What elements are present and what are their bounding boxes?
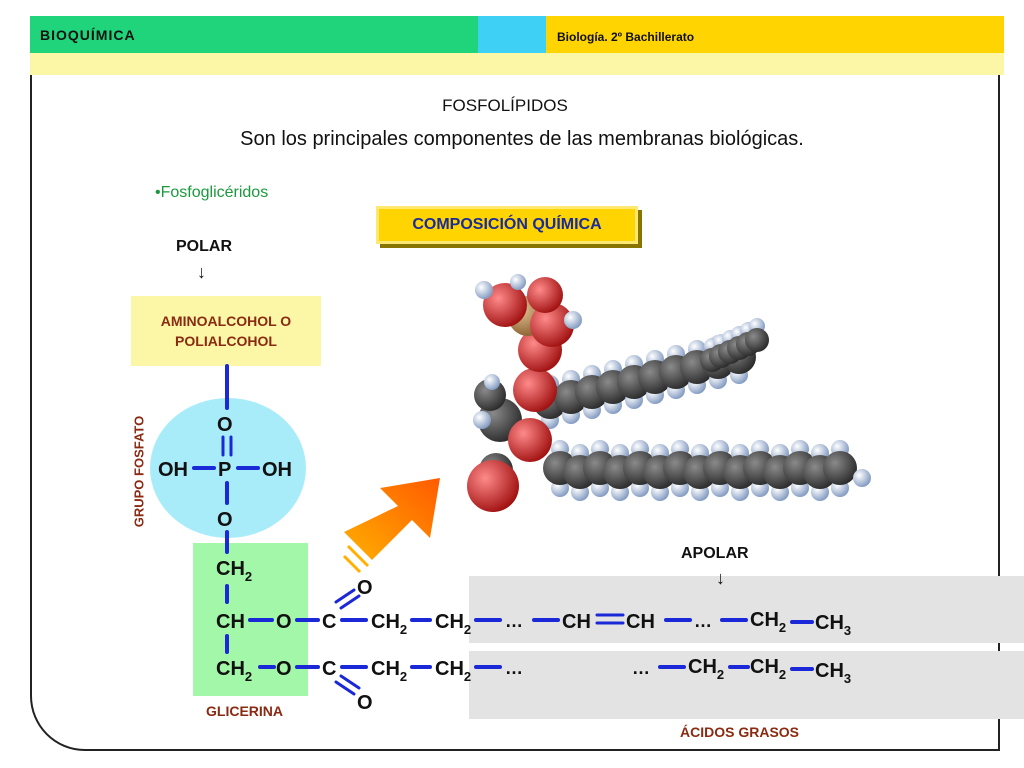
lower-ch2-3: CH2 [688, 656, 724, 682]
ester-oxygen-lower: O [276, 658, 292, 680]
phosphate-oh-left: OH [158, 459, 188, 481]
apolar-label: APOLAR [681, 545, 749, 562]
ester-oxygen-upper: O [276, 611, 292, 633]
polar-arrow-icon: ↓ [197, 262, 206, 282]
lower-ellipsis-2: … [632, 658, 650, 678]
upper-ch-1: CH [562, 611, 591, 633]
upper-ch2-1: CH2 [371, 611, 407, 637]
oxygen-atom [467, 460, 519, 512]
course-title: Biología. 2º Bachillerato [557, 30, 695, 44]
glycerin-label: GLICERINA [206, 703, 283, 719]
polar-label: POLAR [176, 238, 232, 255]
pointer-arrow-icon [342, 478, 440, 574]
bond-c-o-double-lower-b [339, 674, 361, 690]
slide-frame [30, 75, 1000, 751]
header-bar-green [30, 16, 478, 53]
bond-c-o-double-upper-a [334, 588, 356, 604]
glycerin-ch2-top: CH2 [216, 558, 252, 584]
phosphate-circle [150, 398, 306, 538]
oxygen-atom [527, 277, 563, 313]
upper-ch-2: CH [626, 611, 655, 633]
oxygen-atom [508, 418, 552, 462]
upper-ch2-3: CH2 [750, 609, 786, 635]
phosphate-oh-right: OH [262, 459, 292, 481]
oxygen-atom [513, 368, 557, 412]
carbonyl-oxygen-lower: O [357, 692, 373, 714]
glycerin-ch2-bottom: CH2 [216, 658, 252, 684]
header-bar-pale [30, 53, 1004, 75]
carbon-atom [745, 328, 769, 352]
lower-ellipsis-1: … [505, 658, 523, 678]
slide-title: FOSFOLÍPIDOS [442, 96, 568, 115]
upper-ch2-2: CH2 [435, 611, 471, 637]
carbon-atom [823, 451, 857, 485]
bond-c-o-double-upper-b [339, 594, 361, 610]
slide-subtitle: Son los principales componentes de las m… [240, 128, 804, 150]
bond-c-o-double-lower-a [334, 680, 356, 696]
phosphate-oxygen-top: O [217, 414, 233, 436]
carbonyl-carbon-upper: C [322, 611, 336, 633]
oxygen-atom [483, 283, 527, 327]
aminoalcohol-box: AMINOALCOHOL O POLIALCOHOL [131, 296, 321, 366]
oxygen-atom [530, 303, 574, 347]
fatty-acids-label: ÁCIDOS GRASOS [680, 724, 800, 740]
phosphate-oxygen-bottom: O [217, 509, 233, 531]
lower-ch2-4: CH2 [750, 656, 786, 682]
phosphorus-atom: P [218, 459, 231, 481]
upper-ellipsis-2: … [694, 611, 712, 631]
header-block-cyan [478, 16, 546, 58]
upper-ellipsis-1: … [505, 611, 523, 631]
upper-ch3: CH3 [815, 612, 851, 638]
header-bar-yellow [546, 16, 1004, 53]
glycerin-ch: CH [216, 611, 245, 633]
fatty-acid-box-2 [469, 651, 1024, 719]
hydrogen-atom [475, 281, 493, 299]
apolar-arrow-icon: ↓ [716, 568, 725, 588]
carbonyl-carbon-lower: C [322, 658, 336, 680]
lower-ch3: CH3 [815, 660, 851, 686]
lower-ch2-1: CH2 [371, 658, 407, 684]
fatty-acid-box-1 [469, 576, 1024, 643]
subject-title: BIOQUÍMICA [40, 27, 136, 43]
hydrogen-atom [564, 311, 582, 329]
hydrogen-atom [484, 374, 500, 390]
composition-button[interactable]: COMPOSICIÓN QUÍMICA [376, 206, 638, 244]
bullet-fosfogliceridos: •Fosfoglicéridos [155, 184, 269, 201]
hydrogen-atom [510, 274, 526, 290]
hydrogen-atom [853, 469, 871, 487]
molecule-3d-model [467, 274, 871, 512]
hydrogen-atom [473, 411, 491, 429]
carbonyl-oxygen-upper: O [357, 577, 373, 599]
lower-ch2-2: CH2 [435, 658, 471, 684]
